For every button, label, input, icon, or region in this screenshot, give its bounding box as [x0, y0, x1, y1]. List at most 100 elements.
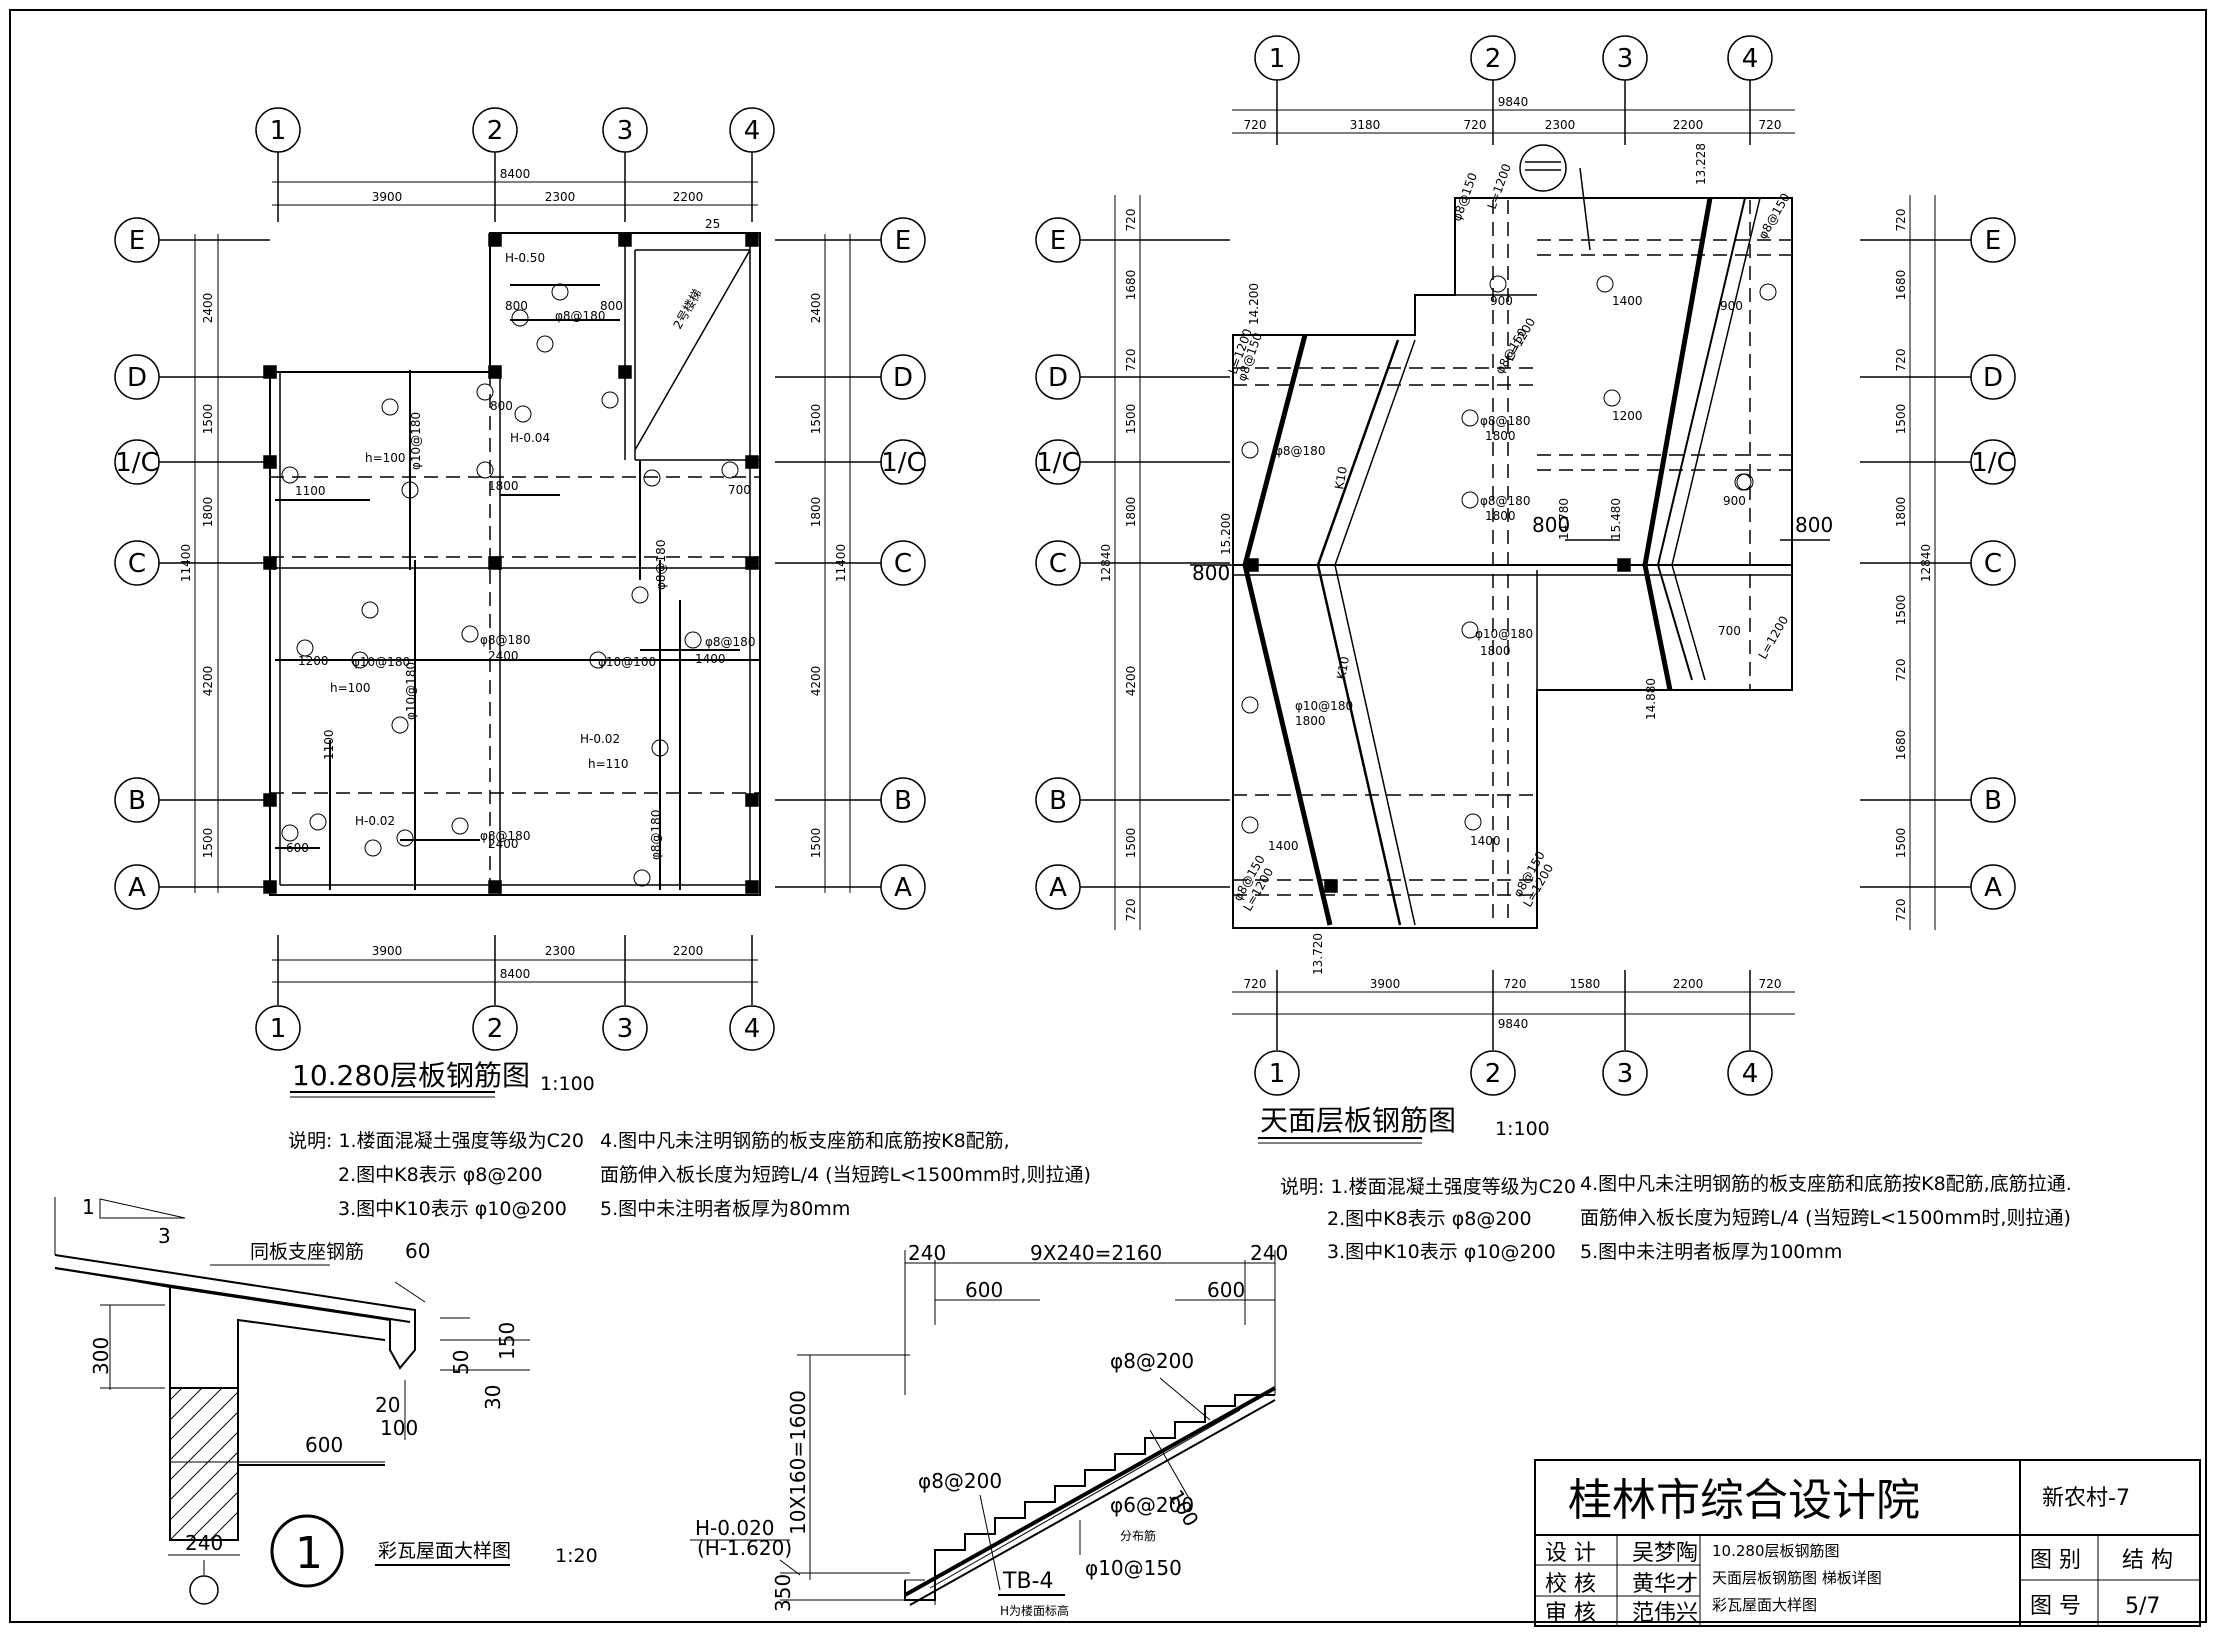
axis-label: 3 [617, 116, 634, 146]
svg-text:600: 600 [286, 841, 309, 855]
svg-text:φ8@200: φ8@200 [918, 1469, 1002, 1493]
svg-text:图 号: 图 号 [2030, 1594, 2081, 1619]
svg-text:720: 720 [1894, 349, 1908, 372]
axis-bubble [255, 1005, 301, 1051]
plan1-scale: 1:100 [540, 1073, 595, 1095]
svg-text:1500: 1500 [1894, 828, 1908, 859]
plan2-notes: 说明: 1.楼面混凝土强度等级为C20 2.图中K8表示 φ8@200 3.图中… [1280, 1173, 2072, 1263]
svg-text:面筋伸入板长度为短跨L/4 (当短跨L<1500mm时,则拉: 面筋伸入板长度为短跨L/4 (当短跨L<1500mm时,则拉通) [1580, 1207, 2071, 1229]
svg-text:720: 720 [1244, 118, 1267, 132]
axis-label: 3 [617, 1014, 634, 1044]
svg-text:1/C: 1/C [1036, 448, 1079, 478]
axis-label: A [894, 873, 912, 903]
svg-text:H-0.020: H-0.020 [695, 1516, 775, 1540]
plan2-title: 天面层板钢筋图 1:100 [1258, 1104, 1550, 1144]
plan1-axis-left: E D 1/C C B A 11400 2400 1500 1800 4200 … [114, 217, 270, 910]
svg-text:9X240=2160: 9X240=2160 [1030, 1241, 1162, 1265]
svg-text:9840: 9840 [1498, 95, 1529, 109]
hatch [169, 1387, 239, 1541]
svg-text:说明: 1.楼面混凝土强度等级为C20: 说明: 1.楼面混凝土强度等级为C20 [288, 1130, 584, 1152]
plan1-title-text: 10.280层板钢筋图 [292, 1059, 530, 1092]
axis-label: 1 [270, 1014, 287, 1044]
axis-bubble [472, 107, 518, 153]
axis-label: B [128, 786, 146, 816]
svg-text:4.图中凡未注明钢筋的板支座筋和底筋按K8配筋,: 4.图中凡未注明钢筋的板支座筋和底筋按K8配筋, [600, 1130, 1010, 1152]
sheet-border [9, 9, 2207, 1623]
svg-text:2: 2 [1485, 44, 1502, 74]
svg-text:C: C [1049, 549, 1067, 579]
svg-text:800: 800 [490, 399, 513, 413]
svg-text:14.880: 14.880 [1644, 678, 1658, 720]
svg-text:φ8@180: φ8@180 [1480, 414, 1530, 428]
svg-text:C: C [1984, 549, 2002, 579]
svg-text:1800: 1800 [201, 497, 215, 528]
svg-text:4: 4 [1742, 1059, 1759, 1089]
svg-text:720: 720 [1894, 899, 1908, 922]
plan1-slab [263, 232, 761, 896]
svg-text:720: 720 [1124, 209, 1138, 232]
svg-text:2400: 2400 [488, 837, 519, 851]
svg-text:240: 240 [185, 1531, 223, 1555]
axis-label: C [128, 549, 146, 579]
svg-text:2: 2 [1485, 1059, 1502, 1089]
axis-bubble [602, 1005, 648, 1051]
svg-text:φ8@180: φ8@180 [480, 829, 530, 843]
svg-text:1800: 1800 [1480, 644, 1511, 658]
svg-text:φ8@180: φ8@180 [649, 810, 663, 860]
axis-bubble [602, 107, 648, 153]
svg-text:1400: 1400 [1612, 294, 1643, 308]
svg-text:1500: 1500 [1124, 828, 1138, 859]
svg-text:15.200: 15.200 [1219, 513, 1233, 555]
svg-text:900: 900 [1723, 494, 1746, 508]
svg-text:12840: 12840 [1099, 544, 1113, 582]
svg-text:1400: 1400 [1268, 839, 1299, 853]
svg-text:1680: 1680 [1894, 270, 1908, 301]
svg-text:φ8@180: φ8@180 [705, 635, 755, 649]
svg-text:10X160=1600: 10X160=1600 [786, 1390, 810, 1535]
svg-text:E: E [1050, 226, 1066, 256]
svg-text:L=1200: L=1200 [1755, 614, 1791, 662]
svg-text:D: D [1048, 363, 1068, 393]
svg-text:1500: 1500 [809, 828, 823, 859]
svg-text:φ8@180: φ8@180 [1480, 494, 1530, 508]
svg-text:h=100: h=100 [330, 681, 371, 695]
axis-label: 1/C [115, 448, 158, 478]
detail-ref-bubble [270, 1514, 344, 1588]
svg-text:2200: 2200 [1673, 118, 1704, 132]
svg-text:3.图中K10表示 φ10@200: 3.图中K10表示 φ10@200 [1327, 1241, 1556, 1263]
svg-text:校 核: 校 核 [1545, 1572, 1596, 1597]
svg-text:φ10@180: φ10@180 [409, 412, 423, 470]
svg-text:800: 800 [600, 299, 623, 313]
axis-label: 1/C [881, 448, 924, 478]
svg-text:1500: 1500 [201, 828, 215, 859]
plan2-annotations: 800 800 800 φ8@150 φ8@150 φ8@150 φ8@180 … [1192, 143, 1833, 975]
svg-text:1500: 1500 [201, 404, 215, 435]
svg-text:φ10@150: φ10@150 [1085, 1556, 1182, 1580]
plan2-slab [1190, 197, 1830, 929]
svg-text:600: 600 [305, 1433, 343, 1457]
svg-text:240: 240 [908, 1241, 946, 1265]
svg-text:3: 3 [1617, 1059, 1634, 1089]
svg-text:150: 150 [495, 1322, 519, 1360]
svg-text:2400: 2400 [488, 649, 519, 663]
svg-text:13.228: 13.228 [1694, 143, 1708, 185]
svg-text:15.480: 15.480 [1609, 498, 1623, 540]
svg-text:3180: 3180 [1350, 118, 1381, 132]
svg-text:说明: 1.楼面混凝土强度等级为C20: 说明: 1.楼面混凝土强度等级为C20 [1280, 1176, 1576, 1198]
svg-text:1500: 1500 [1124, 404, 1138, 435]
svg-text:1800: 1800 [1894, 497, 1908, 528]
svg-text:1800: 1800 [1485, 509, 1516, 523]
svg-text:φ10@180: φ10@180 [352, 655, 410, 669]
svg-text:h=110: h=110 [588, 757, 629, 771]
plan2-axis-left: E D 1/C C B A 12840 720 1680 720 1500 18… [1035, 195, 1230, 930]
svg-text:240: 240 [1250, 1241, 1288, 1265]
svg-text:K10: K10 [1334, 655, 1352, 680]
svg-text:φ6@200: φ6@200 [1110, 1493, 1194, 1517]
plan1-annotations: 25 H-0.50 H-0.04 H-0.02 H-0.02 h=100 h=1… [281, 217, 755, 887]
svg-text:φ8@180: φ8@180 [480, 633, 530, 647]
svg-text:1/C: 1/C [1971, 448, 2014, 478]
axis-label: D [893, 363, 913, 393]
svg-text:720: 720 [1124, 899, 1138, 922]
plan2-title-text: 天面层板钢筋图 [1260, 1104, 1456, 1137]
